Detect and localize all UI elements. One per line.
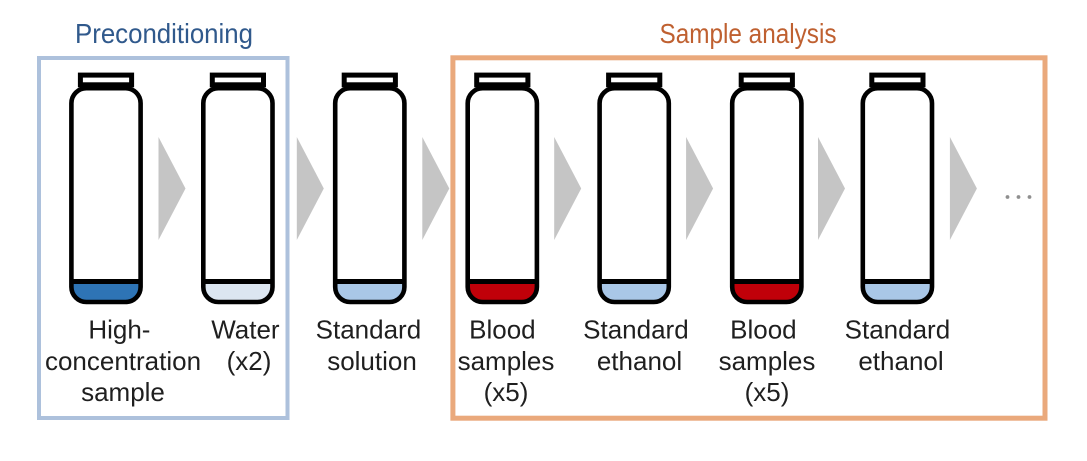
svg-text:Standard ethanol: Standard ethanol [583,315,696,376]
svg-text:Preconditioning: Preconditioning [75,18,253,49]
svg-text:Standard solution: Standard solution [316,315,429,376]
svg-text:Sample analysis: Sample analysis [660,18,837,49]
svg-text:Standard ethanol: Standard ethanol [845,315,958,376]
